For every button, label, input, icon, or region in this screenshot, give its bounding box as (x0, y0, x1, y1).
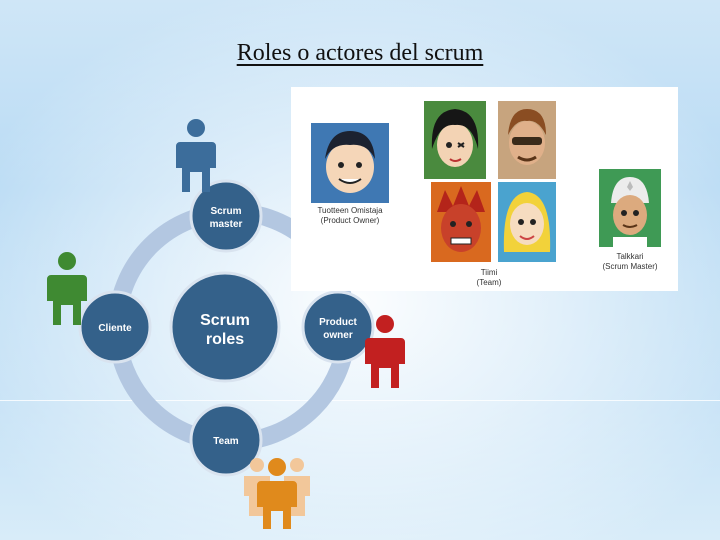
slide-title: Roles o actores del scrum (236, 40, 484, 66)
scrum-master-node: Scrum master (189, 179, 263, 253)
person-icon-cliente (47, 252, 87, 325)
team-avatar-2 (498, 101, 556, 179)
team-people-icon (244, 458, 310, 529)
team-avatar-3 (431, 182, 491, 262)
center-node: Scrum roles (169, 271, 281, 383)
scrum-master-avatar (599, 169, 661, 247)
scrum-master-name: Talkkari (616, 252, 644, 261)
team-name: Tiimi (480, 268, 498, 277)
product-owner-name: Tuotteen Omistaja (317, 206, 383, 215)
product-owner-label-line2: owner (323, 330, 353, 341)
center-label-line2: roles (206, 331, 244, 348)
person-icon-scrum-master (176, 119, 216, 192)
team-label: Team (213, 436, 238, 447)
scrum-master-role: (Scrum Master) (602, 262, 658, 271)
team-avatar-1 (424, 101, 486, 179)
product-owner-avatar (311, 123, 389, 203)
team-avatar-4 (498, 182, 556, 262)
team-node: Team (189, 403, 263, 477)
product-owner-role: (Product Owner) (320, 216, 380, 225)
product-owner-node: Product owner (301, 290, 375, 364)
cliente-node: Cliente (78, 290, 152, 364)
background-divider (0, 400, 720, 401)
scrum-master-label-line1: Scrum (210, 206, 241, 217)
person-icon-product-owner (365, 315, 405, 388)
center-label-line1: Scrum (200, 312, 250, 329)
scrum-master-label-line2: master (210, 219, 243, 230)
product-owner-label-line1: Product (319, 317, 357, 328)
scrum-roles-photo: Tuotteen Omistaja (Product Owner) Tiimi … (291, 87, 678, 291)
cliente-label: Cliente (98, 323, 132, 334)
team-role: (Team) (476, 278, 502, 287)
